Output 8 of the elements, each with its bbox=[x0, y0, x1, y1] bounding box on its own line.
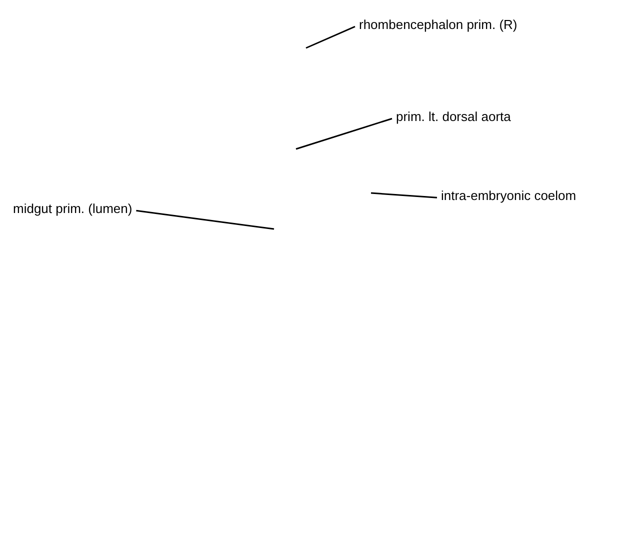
leader-line bbox=[370, 192, 438, 198]
label-text: midgut prim. (lumen) bbox=[13, 201, 132, 217]
label-text: prim. lt. dorsal aorta bbox=[396, 109, 511, 125]
leader-line bbox=[296, 118, 392, 150]
label-text: intra-embryonic coelom bbox=[441, 188, 576, 204]
leader-line bbox=[136, 210, 274, 230]
leader-line bbox=[306, 26, 356, 49]
label-text: rhombencephalon prim. (R) bbox=[359, 17, 518, 33]
